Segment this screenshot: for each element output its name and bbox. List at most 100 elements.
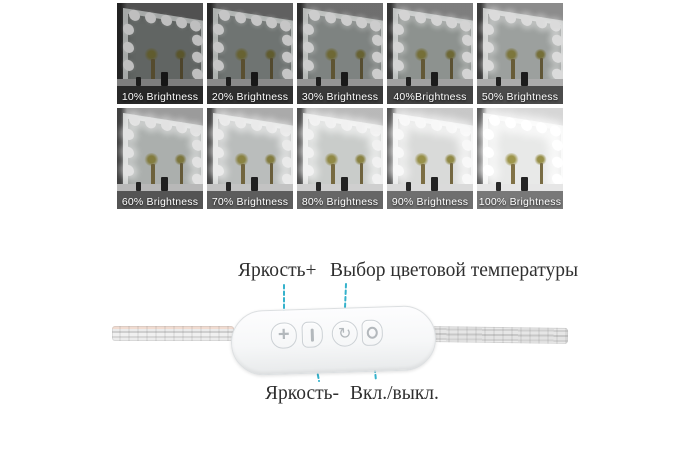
table-top bbox=[297, 184, 383, 191]
flowers bbox=[234, 48, 249, 61]
light-bulb-icon bbox=[281, 33, 293, 47]
light-bulb-icon bbox=[303, 128, 314, 141]
light-bulb-icon bbox=[431, 14, 442, 27]
light-bulb-icon bbox=[551, 33, 563, 47]
tile-caption: 70% Brightness bbox=[211, 196, 289, 208]
brightness-tile: 10% Brightness bbox=[117, 3, 203, 104]
light-bulb-icon bbox=[303, 164, 314, 177]
flowers bbox=[534, 49, 547, 60]
light-bulb-icon bbox=[213, 128, 224, 141]
inline-controller-body: + ↻ bbox=[230, 304, 437, 377]
flowers bbox=[354, 49, 367, 60]
table-top bbox=[387, 79, 473, 86]
label-power: Вкл./выкл. bbox=[350, 383, 439, 404]
light-bulb-icon bbox=[370, 19, 381, 33]
tile-caption: 40%Brightness bbox=[393, 91, 467, 103]
vase bbox=[449, 58, 453, 81]
tile-caption: 100% Brightness bbox=[478, 196, 562, 208]
light-bulb-icon bbox=[213, 164, 224, 177]
vase bbox=[331, 59, 335, 81]
brightness-tile: 50% Brightness bbox=[477, 3, 563, 104]
light-bulb-icon bbox=[303, 23, 314, 36]
light-bulb-icon bbox=[161, 14, 172, 27]
table-front bbox=[477, 191, 563, 209]
tile-caption: 60% Brightness bbox=[121, 196, 199, 208]
flowers bbox=[264, 154, 277, 165]
table-front bbox=[207, 191, 293, 209]
cosmetic-bottle bbox=[161, 72, 168, 86]
light-bulb-icon bbox=[266, 121, 277, 135]
flowers bbox=[504, 48, 519, 61]
light-bulb-icon bbox=[536, 121, 547, 135]
brightness-tile: 20% Brightness bbox=[207, 3, 293, 104]
light-bulb-icon bbox=[190, 124, 201, 138]
light-bulb-icon bbox=[483, 146, 494, 159]
vase bbox=[359, 58, 363, 81]
flowers bbox=[444, 154, 457, 165]
flowers bbox=[144, 153, 159, 166]
light-bulb-icon bbox=[191, 138, 203, 152]
flowers bbox=[144, 48, 159, 61]
tile-caption: 50% Brightness bbox=[481, 91, 559, 103]
light-bulb-icon bbox=[190, 19, 201, 33]
left-cable bbox=[112, 326, 234, 341]
cosmetic-bottle bbox=[406, 77, 411, 86]
flowers bbox=[174, 154, 187, 165]
light-bulb-icon bbox=[303, 41, 314, 54]
table-top bbox=[297, 79, 383, 86]
light-bulb-icon bbox=[251, 119, 262, 132]
flowers bbox=[534, 154, 547, 165]
flowers bbox=[324, 48, 339, 61]
light-bulb-icon bbox=[461, 138, 473, 152]
vase bbox=[539, 163, 543, 186]
cosmetic-bottle bbox=[316, 182, 321, 191]
light-bulb-icon bbox=[461, 33, 473, 47]
cosmetic-bottle bbox=[406, 182, 411, 191]
light-bulb-icon bbox=[145, 116, 156, 130]
light-bulb-icon bbox=[550, 124, 561, 138]
brightness-tile: 80% Brightness bbox=[297, 108, 383, 209]
table-front bbox=[297, 86, 383, 104]
table-front bbox=[387, 191, 473, 209]
vase bbox=[421, 164, 425, 186]
light-bulb-icon bbox=[176, 121, 187, 135]
flowers bbox=[444, 49, 457, 60]
cosmetic-bottle bbox=[496, 182, 501, 191]
vase bbox=[359, 163, 363, 186]
power-button bbox=[361, 319, 384, 347]
light-bulb-icon bbox=[325, 11, 336, 25]
tile-caption: 30% Brightness bbox=[301, 91, 379, 103]
light-bulb-icon bbox=[551, 138, 563, 152]
cosmetic-bottle bbox=[341, 177, 348, 191]
light-bulb-icon bbox=[505, 116, 516, 130]
light-bulb-icon bbox=[372, 50, 383, 64]
cosmetic-bottle bbox=[431, 177, 438, 191]
light-bulb-icon bbox=[213, 23, 224, 36]
light-bulb-icon bbox=[399, 8, 410, 22]
light-bulb-icon bbox=[123, 146, 134, 159]
brightness-up-button: + bbox=[270, 322, 298, 349]
light-bulb-icon bbox=[371, 33, 383, 47]
light-bulb-icon bbox=[393, 41, 404, 54]
table-top bbox=[207, 184, 293, 191]
light-bulb-icon bbox=[552, 50, 563, 64]
flowers bbox=[504, 153, 519, 166]
light-bulb-icon bbox=[462, 50, 473, 64]
light-bulb-icon bbox=[399, 113, 410, 127]
light-bulb-icon bbox=[235, 116, 246, 130]
light-bulb-icon bbox=[282, 155, 293, 169]
plus-icon: + bbox=[277, 323, 290, 346]
light-bulb-icon bbox=[191, 33, 203, 47]
cycle-arrow-icon: ↻ bbox=[337, 323, 352, 343]
label-brightness-up: Яркость+ bbox=[238, 260, 317, 281]
light-bulb-icon bbox=[489, 8, 500, 22]
light-bulb-icon bbox=[303, 59, 314, 72]
table-top bbox=[387, 184, 473, 191]
light-bulb-icon bbox=[505, 11, 516, 25]
light-bulb-icon bbox=[280, 124, 291, 138]
light-bulb-icon bbox=[123, 59, 134, 72]
light-bulb-icon bbox=[251, 14, 262, 27]
label-brightness-down: Яркость- bbox=[265, 383, 340, 404]
vase bbox=[449, 163, 453, 186]
